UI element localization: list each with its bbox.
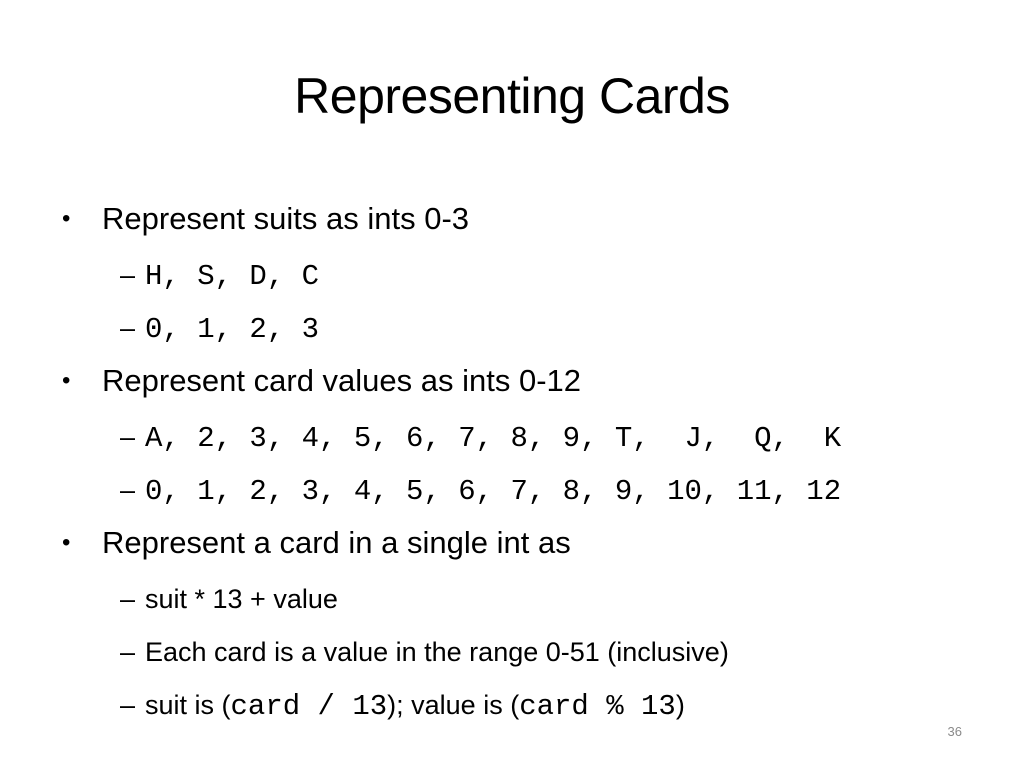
code-text: H, S, D, C	[145, 260, 320, 293]
bullet-card-values: • Represent card values as ints 0-12	[60, 358, 980, 404]
dash-icon: –	[120, 637, 136, 667]
slide-title: Representing Cards	[294, 68, 730, 124]
sub-text: Each card is a value in the range 0-51 (…	[145, 637, 729, 667]
sub-item: – 0, 1, 2, 3, 4, 5, 6, 7, 8, 9, 10, 11, …	[60, 470, 980, 510]
bullet-text: Represent card values as ints 0-12	[102, 363, 582, 398]
bullet-icon: •	[62, 529, 71, 556]
code-text: A, 2, 3, 4, 5, 6, 7, 8, 9, T, J, Q, K	[145, 422, 842, 455]
dash-icon: –	[120, 260, 136, 290]
bullet-suits: • Represent suits as ints 0-3	[60, 196, 980, 242]
dash-icon: –	[120, 313, 136, 343]
sub-text-suffix: )	[675, 690, 685, 720]
sub-item: – H, S, D, C	[60, 255, 980, 295]
sub-text: suit * 13 + value	[145, 584, 338, 614]
sub-text-prefix: suit is (	[145, 690, 231, 720]
sub-item: – A, 2, 3, 4, 5, 6, 7, 8, 9, T, J, Q, K	[60, 417, 980, 457]
bullet-icon: •	[62, 367, 71, 394]
dash-icon: –	[120, 422, 136, 452]
sub-item: – Each card is a value in the range 0-51…	[60, 632, 980, 672]
dash-icon: –	[120, 475, 136, 505]
code-text: 0, 1, 2, 3, 4, 5, 6, 7, 8, 9, 10, 11, 12	[145, 475, 842, 508]
sub-text-middle: ); value is (	[387, 690, 520, 720]
page-number: 36	[947, 724, 962, 739]
bullet-text: Represent a card in a single int as	[102, 525, 571, 560]
slide-body: • Represent suits as ints 0-3 – H, S, D,…	[60, 188, 980, 725]
bullet-text: Represent suits as ints 0-3	[102, 201, 470, 236]
sub-item: – suit * 13 + value	[60, 579, 980, 619]
bullet-icon: •	[62, 205, 71, 232]
code-suit-expr: card / 13	[230, 690, 388, 723]
code-value-expr: card % 13	[519, 690, 676, 723]
dash-icon: –	[120, 690, 136, 720]
dash-icon: –	[120, 584, 136, 614]
sub-item: – suit is (card / 13); value is (card % …	[60, 685, 980, 725]
code-text: 0, 1, 2, 3	[145, 313, 320, 346]
bullet-single-int: • Represent a card in a single int as	[60, 520, 980, 566]
sub-item: – 0, 1, 2, 3	[60, 308, 980, 348]
